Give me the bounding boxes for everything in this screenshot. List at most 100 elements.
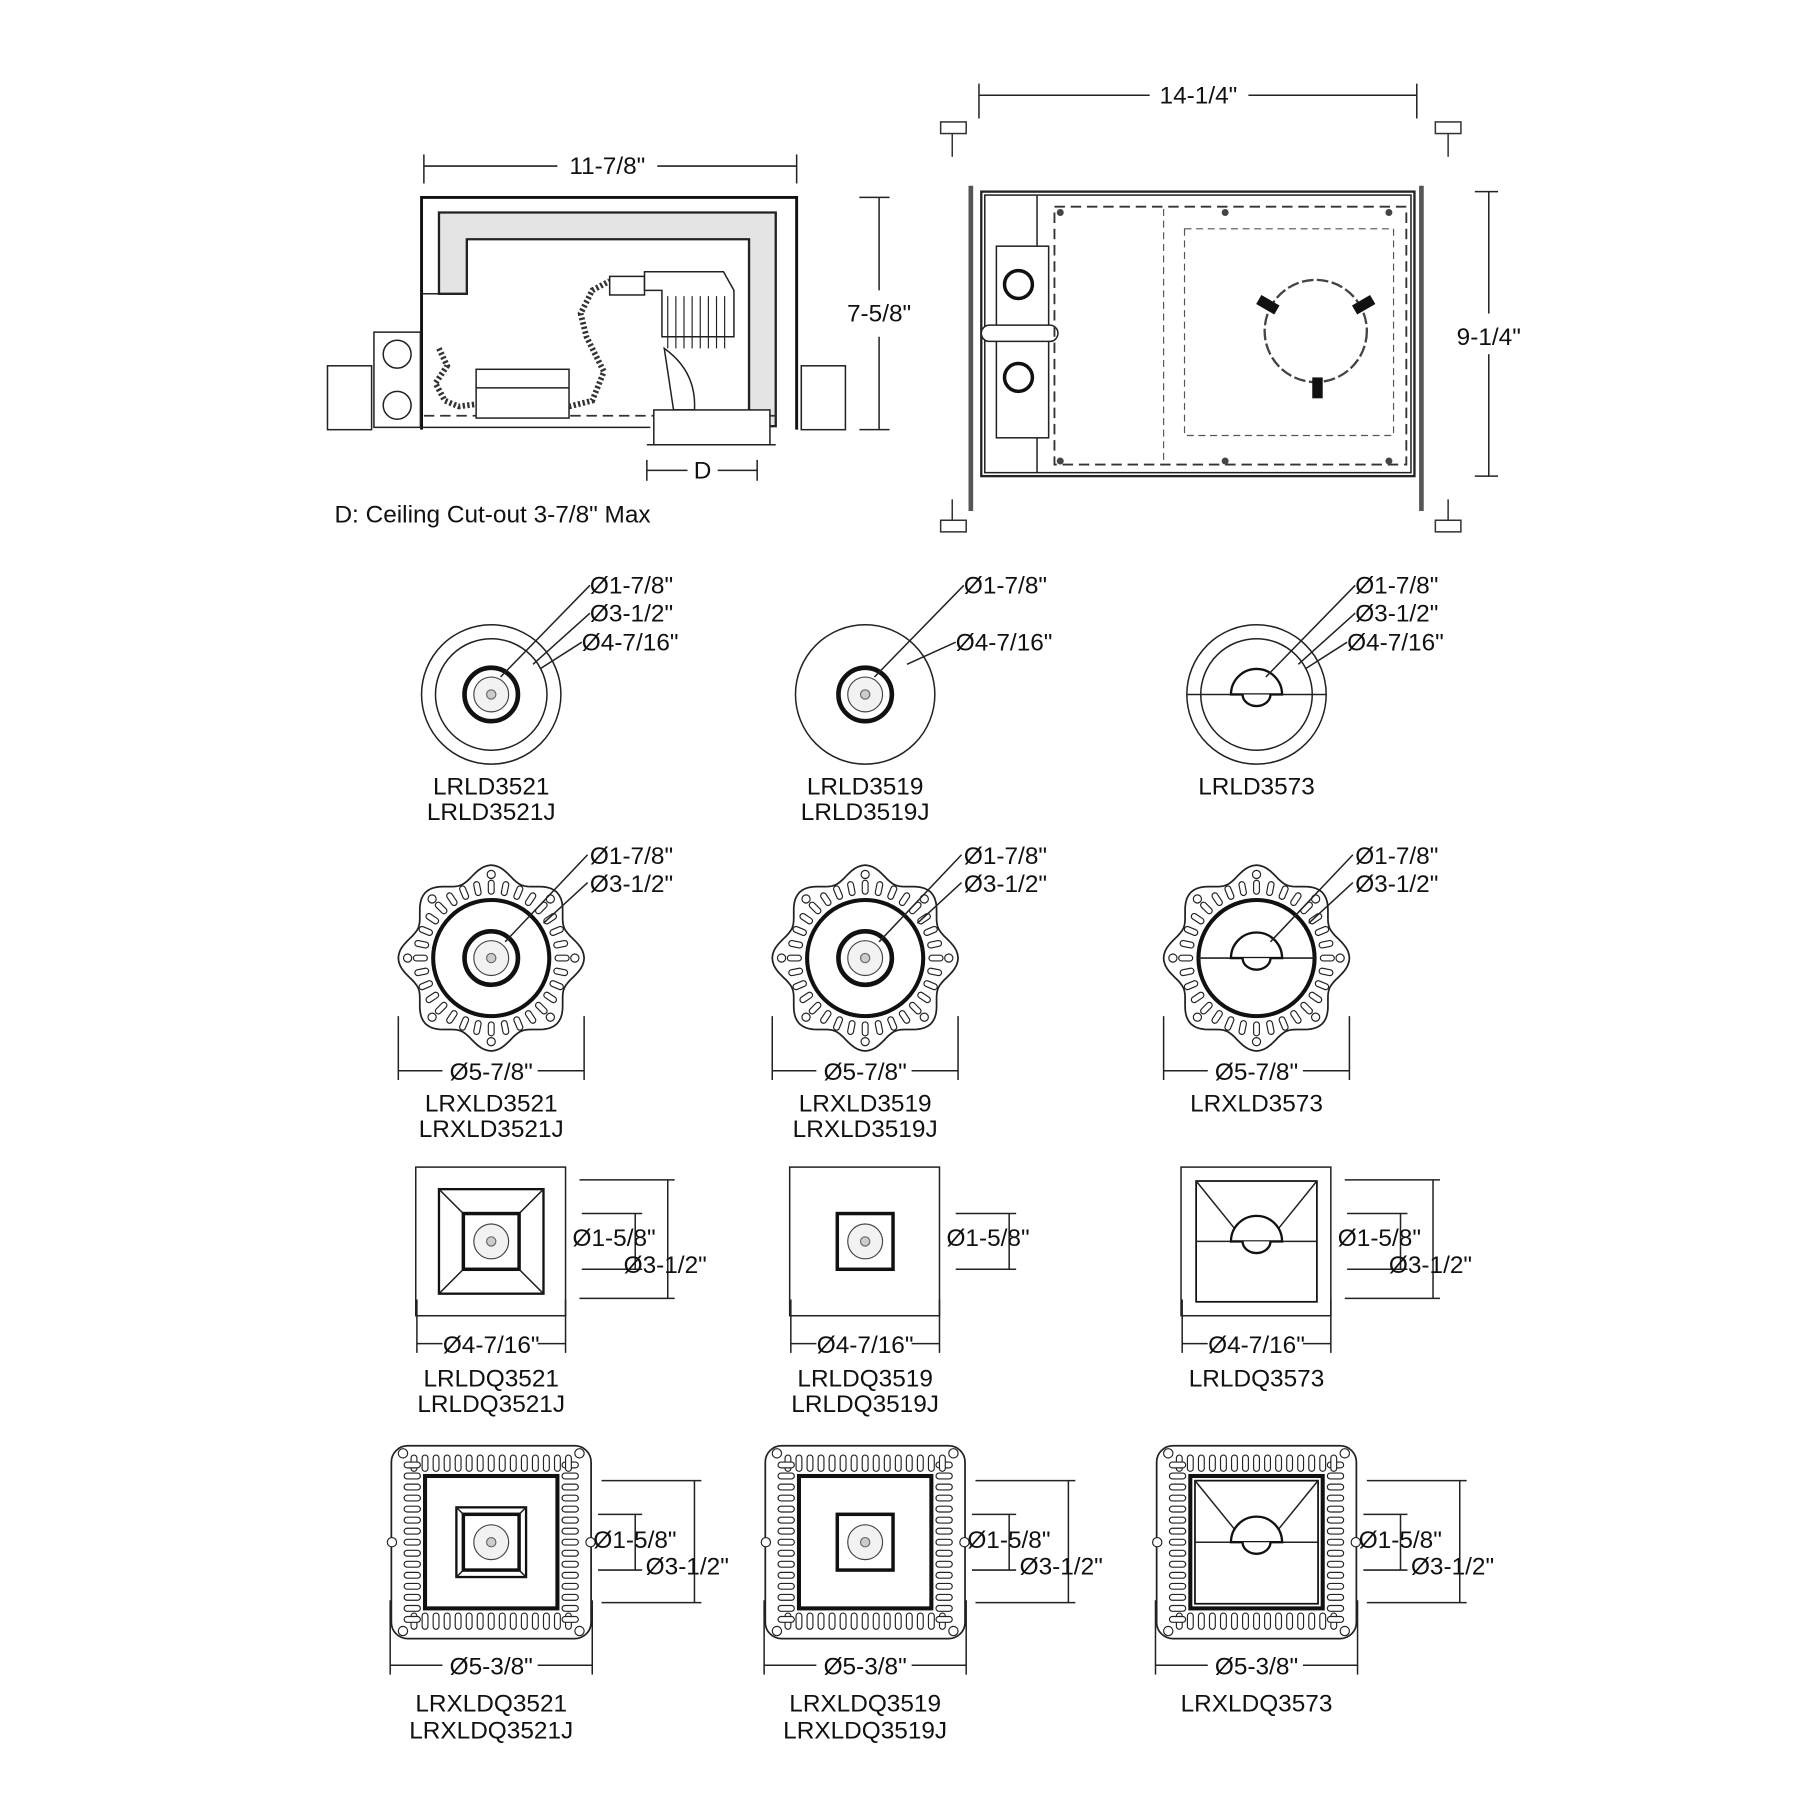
flange-slot xyxy=(498,1612,506,1630)
diameter-label: Ø1-5/8" xyxy=(1338,1225,1421,1252)
flange-slot xyxy=(935,1615,953,1623)
mounting-hole xyxy=(397,1625,409,1637)
model-number: LRLDQ3521 xyxy=(423,1366,559,1393)
flange-slot xyxy=(434,1001,448,1015)
flange-slot xyxy=(883,1612,891,1630)
flange-slot xyxy=(1275,1454,1283,1472)
flange-slot xyxy=(473,881,482,897)
flange-slot xyxy=(786,954,802,962)
mounting-hole xyxy=(570,953,580,963)
flange-slot xyxy=(905,1454,913,1472)
flange-slot xyxy=(808,901,822,915)
model-number: LRXLD3519J xyxy=(793,1116,938,1143)
flange-slot xyxy=(1253,1454,1260,1472)
flange-slot xyxy=(403,1582,421,1590)
model-number: LRXLDQ3519J xyxy=(783,1717,947,1744)
flange-slot xyxy=(1179,967,1195,977)
lens-center xyxy=(859,689,871,700)
diameter-label: Ø3-1/2" xyxy=(964,871,1047,898)
trim-square-flange xyxy=(788,1166,941,1317)
flange-slot xyxy=(883,1454,891,1472)
mounting-hole xyxy=(948,1448,959,1459)
flange-slot xyxy=(414,939,430,949)
flange-slot xyxy=(1264,1454,1272,1472)
wallwash-reflector xyxy=(1229,1214,1284,1243)
flange-slot xyxy=(872,1454,880,1472)
width-label: Ø5-3/8" xyxy=(450,1654,533,1681)
flange-slot xyxy=(403,1615,421,1623)
flange-slot xyxy=(916,1454,924,1472)
flange-slot xyxy=(553,967,569,977)
leader-line xyxy=(499,584,591,678)
flange-slot xyxy=(403,1494,421,1502)
leader-line xyxy=(1269,854,1354,943)
aperture-square xyxy=(461,1211,521,1272)
mounting-hole xyxy=(545,1012,555,1022)
flange-slot xyxy=(1168,1483,1187,1491)
diameter-label: Ø1-7/8" xyxy=(590,572,673,599)
diameter-label: Ø3-1/2" xyxy=(1389,1252,1472,1279)
flange-slot xyxy=(403,1516,421,1524)
flange-slot xyxy=(928,954,944,962)
flange-slot xyxy=(861,1021,869,1037)
mounting-hole xyxy=(801,894,811,904)
mounting-hole xyxy=(574,1625,585,1637)
leader-line xyxy=(873,584,965,678)
flange-slot xyxy=(935,1505,953,1513)
flange-slot xyxy=(828,1612,836,1630)
flange-slot xyxy=(1208,1612,1216,1630)
flange-slot xyxy=(1186,1612,1194,1630)
lens-center xyxy=(486,1536,497,1548)
flange-slot xyxy=(414,967,430,977)
width-label: Ø5-7/8" xyxy=(824,1059,907,1086)
flange-slot xyxy=(847,881,856,897)
flange-slot xyxy=(935,1538,953,1546)
leader-line xyxy=(1308,882,1354,924)
flange-slot xyxy=(487,1021,495,1037)
flange-slot xyxy=(549,925,564,936)
flange-slot xyxy=(454,1612,462,1630)
leader-line xyxy=(916,882,963,924)
mounting-hole xyxy=(1163,1448,1174,1459)
model-number: LRLDQ3521J xyxy=(417,1391,565,1418)
flange-slot xyxy=(777,1472,795,1480)
mounting-hole xyxy=(1152,1536,1163,1548)
flange-slot xyxy=(777,1527,795,1535)
leader-line xyxy=(542,882,589,924)
diameter-label: Ø3-1/2" xyxy=(1355,871,1438,898)
flange-slot xyxy=(542,1612,550,1630)
flange-slot xyxy=(1278,885,1289,900)
mounting-hole xyxy=(1163,1625,1174,1637)
flange-slot xyxy=(443,1612,451,1630)
flange-slot xyxy=(935,1472,953,1480)
flange-slot xyxy=(839,1454,847,1472)
flange-slot xyxy=(421,1454,429,1472)
model-number: LRXLDQ3521 xyxy=(415,1691,567,1718)
flex-conduit xyxy=(432,347,477,410)
flange-slot xyxy=(788,967,804,977)
model-number: LRXLD3519 xyxy=(799,1090,932,1117)
model-number: LRLD3521J xyxy=(427,799,556,826)
flange-slot xyxy=(403,1472,421,1480)
flange-slot xyxy=(561,1494,579,1502)
mounting-hole xyxy=(1335,953,1345,963)
mounting-hole xyxy=(574,1448,585,1459)
lens-center xyxy=(859,1536,871,1548)
flange-slot xyxy=(817,1454,825,1472)
flange-slot xyxy=(561,1505,579,1513)
flange-slot xyxy=(561,1538,579,1546)
flange-slot xyxy=(1253,1021,1260,1037)
model-number: LRLDQ3519 xyxy=(797,1366,933,1393)
flange-slot xyxy=(820,1010,832,1024)
flange-slot xyxy=(1326,1571,1345,1579)
model-number: LRLDQ3519J xyxy=(791,1391,939,1418)
flange-slot xyxy=(777,1494,795,1502)
flange-slot xyxy=(403,1604,421,1612)
mounting-hole xyxy=(486,1037,496,1047)
flange-slot xyxy=(777,1461,795,1469)
flange-slot xyxy=(777,1516,795,1524)
flange-slot xyxy=(1290,892,1302,907)
flange-slot xyxy=(777,1483,795,1491)
flange-slot xyxy=(777,1549,795,1557)
